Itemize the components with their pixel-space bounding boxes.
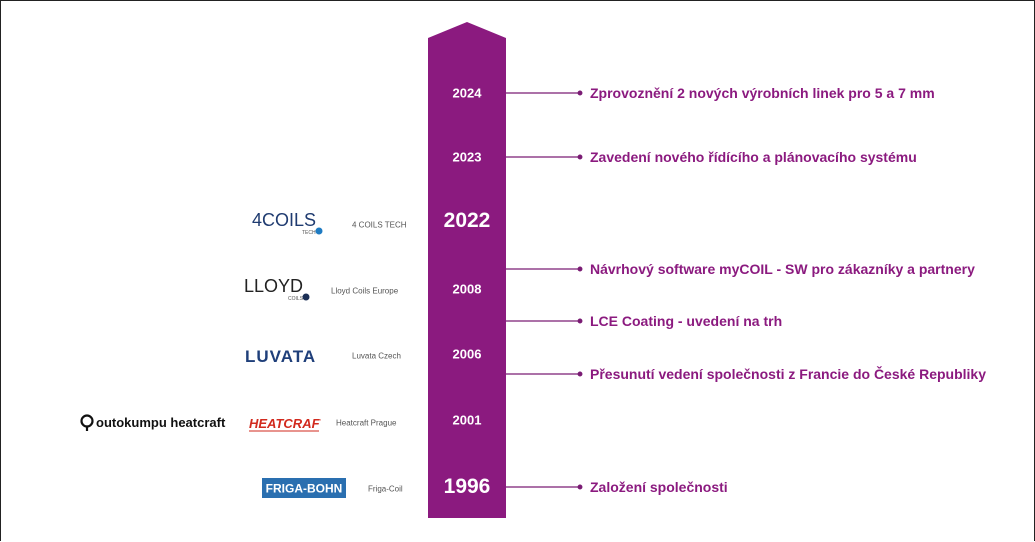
year-label: 2022 bbox=[443, 209, 491, 232]
svg-text:LLOYD: LLOYD bbox=[244, 276, 303, 296]
luvata-logo-icon: LUVATA bbox=[245, 347, 316, 366]
heatcraft-logo-icon: HEATCRAFT bbox=[249, 416, 329, 432]
year-label: 2024 bbox=[452, 85, 482, 101]
svg-text:4COILS: 4COILS bbox=[252, 210, 316, 230]
svg-text:outokumpu heatcraft: outokumpu heatcraft bbox=[96, 415, 226, 430]
connector-dot bbox=[577, 371, 583, 377]
year-label: 2023 bbox=[452, 149, 482, 165]
connector-dot bbox=[577, 266, 583, 272]
event-label: Zprovoznění 2 nových výrobních linek pro… bbox=[590, 85, 935, 101]
year-label: 2001 bbox=[452, 412, 482, 428]
outokumpu-logo-icon: outokumpu heatcraft bbox=[80, 414, 226, 431]
svg-text:TECH: TECH bbox=[302, 230, 316, 236]
company-name: 4 COILS TECH bbox=[352, 220, 407, 230]
company-name: Heatcraft Prague bbox=[336, 418, 397, 428]
lloyd-logo-icon: LLOYD COILS bbox=[244, 276, 310, 302]
friga-bohn-logo: FRIGA-BOHN bbox=[262, 478, 346, 498]
connector-lines bbox=[506, 90, 583, 490]
year-label: 1996 bbox=[443, 475, 491, 498]
connector-dot bbox=[577, 484, 583, 490]
company-name: Friga-Coil bbox=[368, 484, 403, 494]
company-name: Luvata Czech bbox=[352, 351, 401, 361]
heatcraft-logo: HEATCRAFT bbox=[247, 413, 329, 433]
luvata-logo: LUVATA bbox=[245, 347, 337, 367]
event-label: Zavedení nového řídícího a plánovacího s… bbox=[590, 149, 917, 165]
connector-dot bbox=[577, 90, 583, 96]
connector-dot bbox=[577, 318, 583, 324]
event-label: Přesunutí vedení společnosti z Francie d… bbox=[590, 366, 986, 382]
connector-dot bbox=[577, 154, 583, 160]
event-label: LCE Coating - uvedení na trh bbox=[590, 313, 783, 329]
4coils-logo: 4COILS TECH bbox=[252, 210, 330, 236]
outokumpu-logo: outokumpu heatcraft bbox=[80, 413, 236, 433]
year-label: 2006 bbox=[452, 346, 482, 362]
svg-text:LUVATA: LUVATA bbox=[245, 347, 316, 366]
4coils-logo-icon: 4COILS TECH bbox=[252, 210, 323, 236]
event-label: Návrhový software myCOIL - SW pro zákazn… bbox=[590, 261, 975, 277]
svg-text:COILS: COILS bbox=[288, 296, 304, 302]
event-label: Založení společnosti bbox=[590, 479, 728, 495]
svg-text:FRIGA-BOHN: FRIGA-BOHN bbox=[266, 482, 343, 496]
svg-text:HEATCRAFT: HEATCRAFT bbox=[249, 416, 321, 431]
timeline-bar bbox=[428, 22, 506, 518]
lloyd-logo: LLOYD COILS bbox=[244, 276, 316, 302]
year-label: 2008 bbox=[452, 281, 482, 297]
company-name: Lloyd Coils Europe bbox=[331, 286, 399, 296]
friga-bohn-logo-icon: FRIGA-BOHN bbox=[262, 478, 346, 498]
